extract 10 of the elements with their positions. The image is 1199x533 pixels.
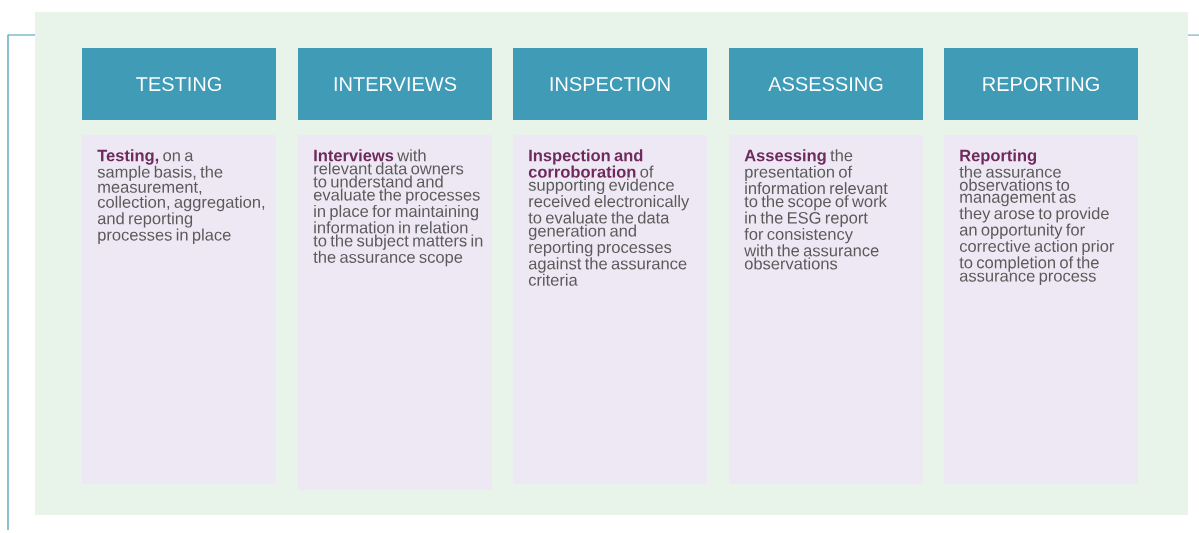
- header-box: INSPECTION: [513, 48, 707, 120]
- header-box: INTERVIEWS: [298, 48, 492, 120]
- header-box: TESTING: [82, 48, 276, 120]
- header-box: ASSESSING: [729, 48, 923, 120]
- text-box: Reporting the assurance observations to management as they arose to provide an opportunity for corrective action prior to completion of the assurance process: [944, 135, 1138, 484]
- text-box: Assessing the presentation of information relevant to the scope of work in the ESG report for consistency with the assurance observations: [729, 135, 923, 484]
- text-box: Interviews with relevant data owners to understand and evaluate the processes in place for maintaining information in relation to the subject matters in the assurance scope: [298, 135, 492, 490]
- header-box: REPORTING: [944, 48, 1138, 120]
- text-box: Inspection and corroboration of supporting evidence received electronically to evaluate the data generation and reporting processes against the assurance criteria: [513, 135, 707, 484]
- text-box: Testing, on a sample basis, the measurement, collection, aggregation, and reporting processes in place: [82, 135, 276, 484]
